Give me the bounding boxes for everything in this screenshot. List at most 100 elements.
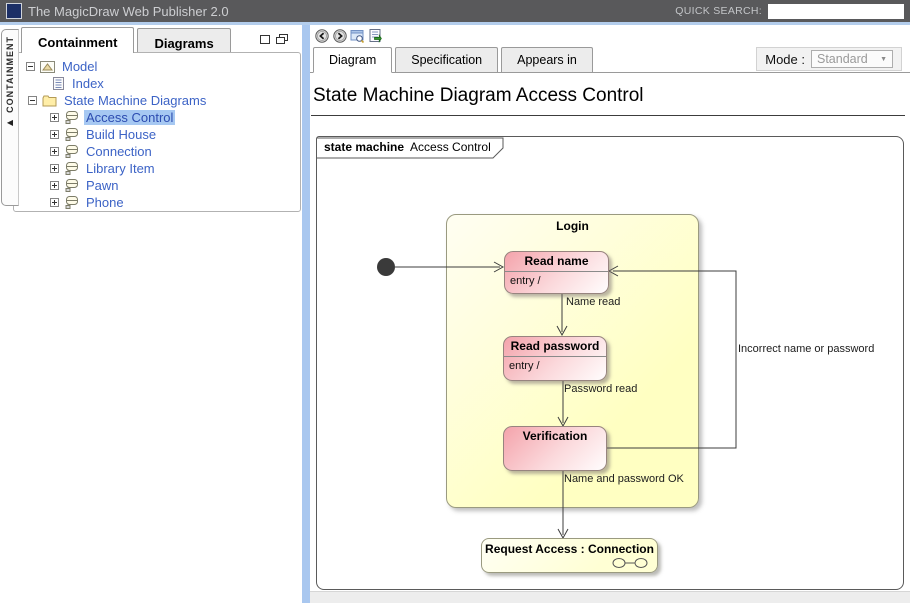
tree-item-label[interactable]: Model <box>62 59 98 74</box>
tree-item-connection[interactable]: Connection <box>14 143 300 160</box>
tree-item-build-house[interactable]: Build House <box>14 126 300 143</box>
tree-item-state-machine-diagrams[interactable]: State Machine Diagrams <box>14 92 300 109</box>
tree-item-label[interactable]: Pawn <box>86 178 119 193</box>
quick-search-input[interactable] <box>768 3 904 19</box>
tab-appears-in-label: Appears in <box>517 53 577 67</box>
bottom-strip <box>310 591 910 603</box>
expand-toggle-icon[interactable] <box>50 198 59 207</box>
initial-state-node <box>377 258 395 276</box>
tab-diagrams[interactable]: Diagrams <box>137 28 231 53</box>
state-request-access-title: Request Access : Connection <box>485 542 654 556</box>
sidebar-window-buttons <box>260 31 288 49</box>
page-title: State Machine Diagram Access Control <box>313 85 644 106</box>
statemachine-diagram-icon <box>64 179 79 192</box>
find-in-diagram-button[interactable] <box>350 28 365 43</box>
tab-specification-label: Specification <box>411 53 483 67</box>
collapse-handle-label: CONTAINMENT <box>5 36 15 113</box>
tree-item-label[interactable]: Library Item <box>86 161 155 176</box>
index-document-icon <box>52 77 65 90</box>
statemachine-diagram-icon <box>64 128 79 141</box>
frame-name: Access Control <box>410 140 491 154</box>
restore-icon[interactable] <box>276 31 288 49</box>
forward-button[interactable] <box>332 28 347 43</box>
transition-label-password-read: Password read <box>564 383 638 395</box>
tree-item-index[interactable]: Index <box>14 75 300 92</box>
folder-icon <box>42 95 57 107</box>
title-rule <box>311 115 905 116</box>
state-login-name: Login <box>556 219 589 233</box>
compartment-separator <box>504 356 606 357</box>
state-read-name-title: Read name <box>524 254 589 268</box>
expand-toggle-icon[interactable] <box>50 164 59 173</box>
expand-toggle-icon[interactable] <box>50 113 59 122</box>
tree-item-label[interactable]: Access Control <box>84 110 176 125</box>
model-icon <box>40 60 55 73</box>
statemachine-diagram-icon <box>64 196 79 209</box>
back-button[interactable] <box>314 28 329 43</box>
main-toolbar <box>314 28 383 43</box>
main-tabs: Diagram Specification Appears in <box>310 47 910 73</box>
app-title: The MagicDraw Web Publisher 2.0 <box>28 3 229 19</box>
tab-diagram-label: Diagram <box>329 53 377 67</box>
statemachine-diagram-icon <box>64 145 79 158</box>
main-panel: Diagram Specification Appears in Mode : … <box>310 25 910 603</box>
diagram-frame-label: state machine Access Control <box>324 140 491 154</box>
mode-select-value: Standard <box>817 52 868 66</box>
state-read-name-entry: entry / <box>510 275 541 287</box>
state-read-password-entry: entry / <box>509 360 540 372</box>
state-read-name[interactable]: Read name entry / <box>504 251 609 294</box>
state-read-password[interactable]: Read password entry / <box>503 336 607 381</box>
tab-specification[interactable]: Specification <box>395 47 499 72</box>
containment-tree: Model Index State Machine Diagrams <box>13 52 301 212</box>
frame-keyword: state machine <box>324 140 405 154</box>
transition-label-name-read: Name read <box>566 296 621 308</box>
collapse-arrow-icon: ◀ <box>6 117 14 127</box>
state-read-password-title: Read password <box>510 339 600 353</box>
state-verification-title: Verification <box>522 429 588 443</box>
open-specification-button[interactable] <box>368 28 383 43</box>
diagram-frame: state machine Access Control Login <box>316 136 904 590</box>
panel-divider[interactable] <box>302 25 310 603</box>
quick-search: QUICK SEARCH: <box>675 3 904 19</box>
tree-item-pawn[interactable]: Pawn <box>14 177 300 194</box>
collapse-toggle-icon[interactable] <box>28 96 37 105</box>
tree-item-label[interactable]: Phone <box>86 195 124 210</box>
tab-diagrams-label: Diagrams <box>154 35 214 51</box>
sidebar-collapse-handle[interactable]: CONTAINMENT ◀ <box>1 29 19 206</box>
sidebar-tabs: Containment Diagrams <box>21 27 234 53</box>
tab-diagram[interactable]: Diagram <box>313 47 393 73</box>
expand-toggle-icon[interactable] <box>50 147 59 156</box>
tree-item-label[interactable]: Index <box>72 76 104 91</box>
tree-item-label[interactable]: Connection <box>86 144 152 159</box>
mode-control: Mode : Standard ▼ <box>756 47 902 71</box>
tree-item-library-item[interactable]: Library Item <box>14 160 300 177</box>
tab-containment-label: Containment <box>38 35 118 50</box>
state-request-access[interactable]: Request Access : Connection <box>481 538 658 573</box>
sidebar: CONTAINMENT ◀ Containment Diagrams <box>0 25 302 603</box>
tree-item-label[interactable]: Build House <box>86 127 157 142</box>
tab-containment[interactable]: Containment <box>21 27 135 53</box>
magicdraw-logo-icon <box>6 3 22 19</box>
tree-item-model[interactable]: Model <box>14 58 300 75</box>
mode-select[interactable]: Standard ▼ <box>811 50 893 68</box>
accent-line <box>0 22 910 25</box>
mode-label: Mode : <box>765 51 805 67</box>
tab-appears-in[interactable]: Appears in <box>501 47 593 72</box>
expand-toggle-icon[interactable] <box>50 130 59 139</box>
expand-toggle-icon[interactable] <box>50 181 59 190</box>
submachine-link-icon <box>612 558 648 568</box>
transition-label-incorrect: Incorrect name or password <box>738 343 875 355</box>
statemachine-diagram-icon <box>64 162 79 175</box>
minimize-icon[interactable] <box>260 31 270 49</box>
quick-search-label: QUICK SEARCH: <box>675 5 762 17</box>
transition-label-name-password-ok: Name and password OK <box>564 473 684 485</box>
compartment-separator <box>505 271 608 272</box>
collapse-toggle-icon[interactable] <box>26 62 35 71</box>
state-verification[interactable]: Verification <box>503 426 607 471</box>
tree-item-label[interactable]: State Machine Diagrams <box>64 93 207 108</box>
statemachine-diagram-icon <box>64 111 79 124</box>
tree-item-access-control[interactable]: Access Control <box>14 109 300 126</box>
chevron-down-icon: ▼ <box>880 55 887 63</box>
app-header: The MagicDraw Web Publisher 2.0 QUICK SE… <box>0 0 910 22</box>
tree-item-phone[interactable]: Phone <box>14 194 300 211</box>
